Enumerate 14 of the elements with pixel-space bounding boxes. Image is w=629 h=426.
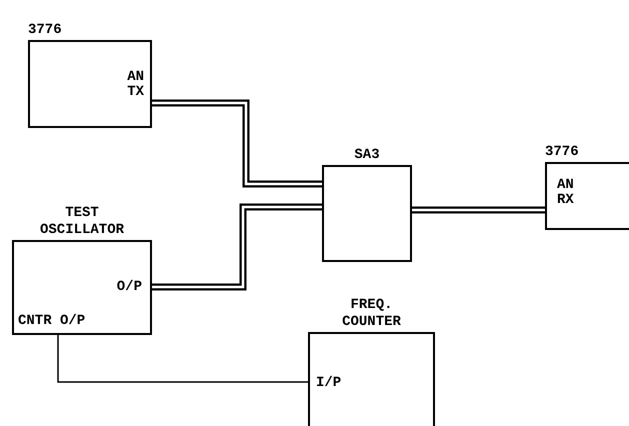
port-label: AN TX xyxy=(127,70,144,100)
device-label: 3776 xyxy=(545,144,579,161)
port-label: O/P xyxy=(116,280,142,295)
double-line-connector xyxy=(152,100,322,188)
device-label: TEST OSCILLATOR xyxy=(40,205,124,239)
port-label: I/P xyxy=(316,376,342,391)
device-label: FREQ. COUNTER xyxy=(342,297,401,331)
port-label: CNTR O/P xyxy=(18,314,86,329)
device-label: SA3 xyxy=(354,147,380,164)
device-label: 3776 xyxy=(28,22,62,39)
double-line-connector xyxy=(152,204,322,290)
port-label: AN RX xyxy=(557,178,574,208)
connector-line xyxy=(57,335,308,383)
double-line-connector xyxy=(412,206,545,214)
